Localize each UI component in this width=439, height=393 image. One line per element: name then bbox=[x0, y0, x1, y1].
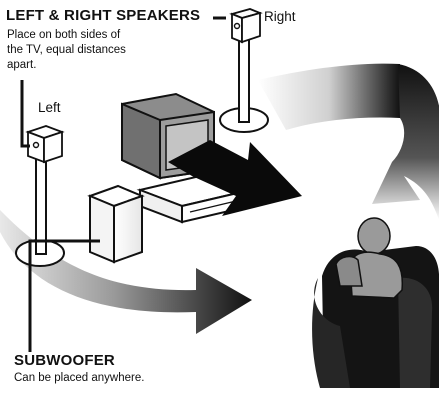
subwoofer-heading: SUBWOOFER bbox=[14, 352, 115, 369]
left-speaker-icon bbox=[25, 125, 65, 164]
right-speaker-stand bbox=[238, 39, 250, 123]
subwoofer-leader bbox=[28, 239, 100, 352]
right-sweep-arrow bbox=[372, 64, 439, 220]
left-speaker-label: Left bbox=[38, 100, 61, 115]
listener-figure bbox=[335, 217, 404, 299]
subwoofer-icon bbox=[87, 184, 145, 264]
subwoofer-description: Can be placed anywhere. bbox=[14, 372, 145, 384]
tv-to-listener-arrow bbox=[168, 140, 302, 216]
right-speaker-icon bbox=[229, 8, 263, 44]
speakers-heading: LEFT & RIGHT SPEAKERS bbox=[6, 7, 201, 24]
speakers-description-line-1: Place on both sides of bbox=[7, 29, 121, 41]
bottom-sweep-arrow bbox=[0, 210, 252, 334]
speakers-description-line-2: the TV, equal distances bbox=[7, 44, 126, 56]
top-sweep-arrow bbox=[258, 63, 400, 130]
right-speaker-label: Right bbox=[264, 9, 296, 24]
left-speaker-leader bbox=[20, 80, 30, 148]
speakers-description-line-3: apart. bbox=[7, 59, 37, 71]
